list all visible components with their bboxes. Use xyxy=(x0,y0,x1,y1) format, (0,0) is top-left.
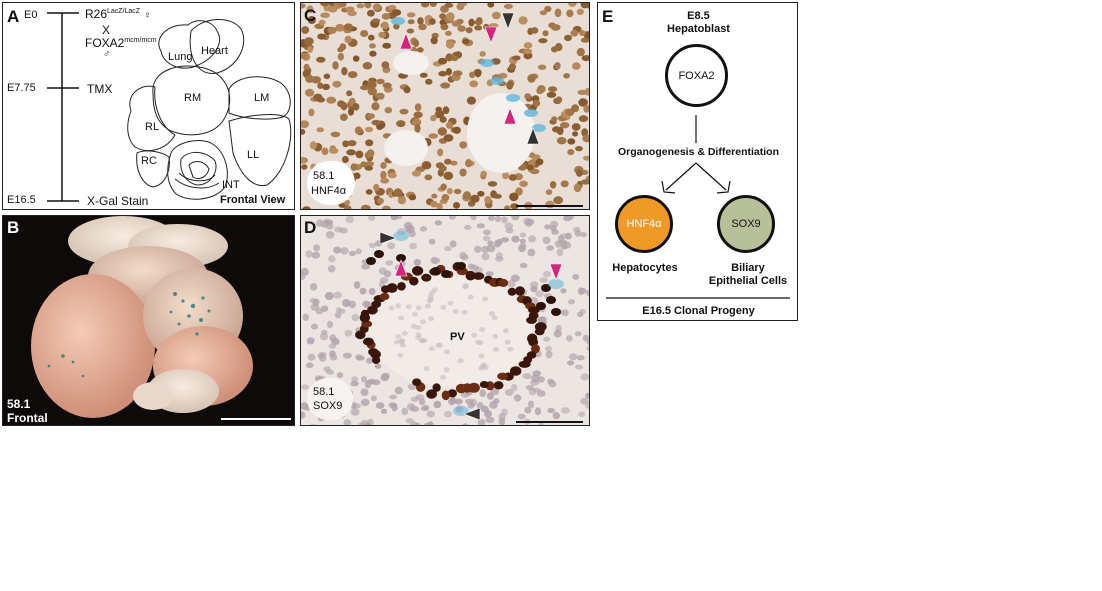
magenta-arrowhead xyxy=(399,32,413,50)
panel-b-label: B xyxy=(7,218,20,237)
black-arrowhead xyxy=(463,407,481,421)
cross-x: X xyxy=(102,23,111,37)
magenta-arrowhead xyxy=(394,259,408,277)
black-arrowhead xyxy=(526,127,540,145)
marker-c: HNF4α xyxy=(311,185,347,197)
timepoint-e16-5: E16.5 xyxy=(7,194,36,206)
embryo-id-d: 58.1 xyxy=(313,386,335,398)
organ-int: INT xyxy=(222,179,240,191)
male-symbol: ♂ xyxy=(103,49,111,60)
panel-c: C 58.1 HNF4α xyxy=(300,2,590,210)
histology-c xyxy=(301,3,589,209)
panel-e: E E8.5 Hepatoblast FOXA2 Organogenesis &… xyxy=(597,2,798,321)
view-label: Frontal View xyxy=(220,194,286,206)
embryo-id-c: 58.1 xyxy=(313,170,335,182)
sox9-circle: SOX9 xyxy=(717,195,775,253)
top-stage: E8.5 xyxy=(687,10,710,22)
embryo-photo xyxy=(31,216,253,418)
sox9-label: SOX9 xyxy=(731,218,761,230)
lineage-arrows xyxy=(606,115,790,299)
magenta-arrowhead xyxy=(549,263,563,281)
magenta-arrowhead xyxy=(484,26,498,44)
panel-d-label: D xyxy=(304,218,317,237)
stain-label: X-Gal Stain xyxy=(87,194,149,208)
pv-label: PV xyxy=(450,331,465,343)
organ-rm: RM xyxy=(184,92,202,104)
panel-b: B 58.1 Frontal xyxy=(2,215,295,426)
organ-ll: LL xyxy=(247,149,260,161)
embryo-schematic xyxy=(127,19,292,200)
timepoint-e7-75: E7.75 xyxy=(7,82,36,94)
hnf4a-label: HNF4α xyxy=(626,218,662,230)
scale-bar-b xyxy=(221,418,291,420)
black-arrowhead xyxy=(501,12,515,30)
hnf4a-circle: HNF4α xyxy=(615,195,673,253)
induction-label: TMX xyxy=(87,82,113,96)
panel-a-label: A xyxy=(7,7,20,26)
scale-bar-c xyxy=(516,205,583,207)
epithelial-label: Epithelial Cells xyxy=(708,275,788,287)
organ-lung: Lung xyxy=(168,51,193,63)
label-bubble-c xyxy=(307,161,355,205)
organ-rl: RL xyxy=(145,121,160,133)
timepoint-e0: E0 xyxy=(24,9,38,21)
panel-a: A E0 E7.75 E16.5 R26LacZ/LacZ ♀ X FOXA2m… xyxy=(2,2,295,210)
organ-heart: Heart xyxy=(201,45,228,57)
female-symbol: ♀ xyxy=(143,10,151,21)
marker-d: SOX9 xyxy=(313,400,343,412)
biliary-label: Biliary xyxy=(731,262,765,274)
histology-d xyxy=(301,216,589,425)
cross-line2: FOXA2mcm/mcm xyxy=(85,36,157,50)
timeline xyxy=(47,12,79,202)
foxa2-circle: FOXA2 xyxy=(665,44,728,107)
panel-e-label: E xyxy=(602,7,614,26)
magenta-arrowhead xyxy=(503,107,517,125)
scale-bar-d xyxy=(516,421,583,423)
clonal-progeny-footer: E16.5 Clonal Progeny xyxy=(642,305,755,317)
cross-line1: R26LacZ/LacZ ♀ xyxy=(85,7,151,21)
foxa2-label: FOXA2 xyxy=(678,69,715,82)
embryo-id-b: 58.1 xyxy=(7,397,31,411)
top-cell: Hepatoblast xyxy=(667,23,730,35)
label-bubble-d xyxy=(307,378,353,420)
process-label: Organogenesis & Differentiation xyxy=(617,146,780,158)
panel-d: D PV 58.1 SOX9 xyxy=(300,215,590,426)
view-b: Frontal xyxy=(7,411,48,425)
panel-c-label: C xyxy=(304,6,317,25)
organ-rc: RC xyxy=(141,155,157,167)
hepatocytes-label: Hepatocytes xyxy=(612,262,678,274)
black-arrowhead xyxy=(379,231,397,245)
organ-lm: LM xyxy=(254,92,270,104)
